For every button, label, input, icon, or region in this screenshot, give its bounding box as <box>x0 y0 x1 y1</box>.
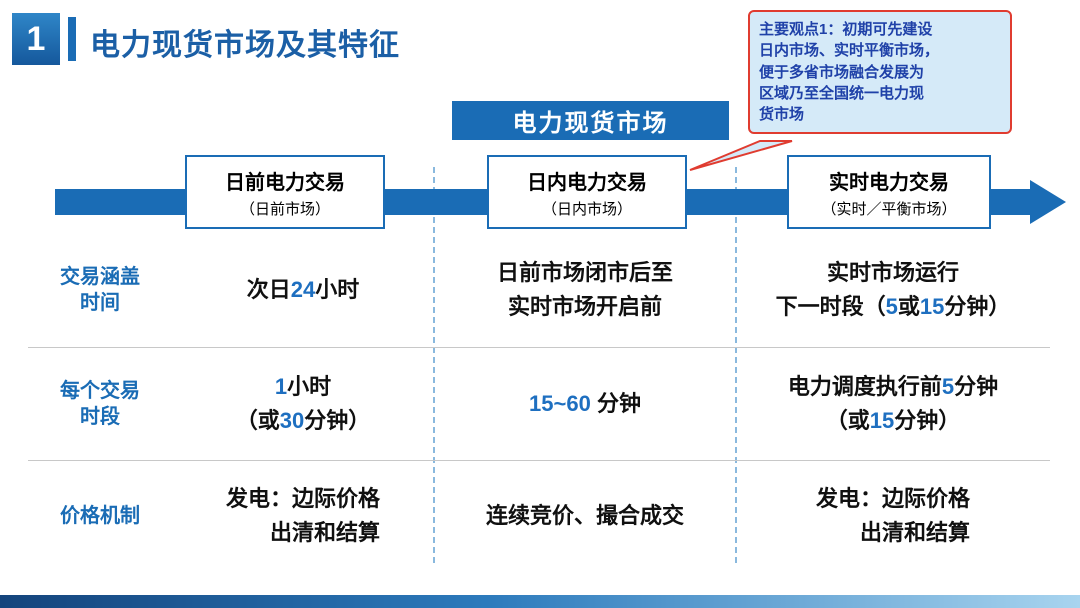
stage-box-realtime: 实时电力交易 （实时／平衡市场） <box>787 155 991 229</box>
cell-period-day-ahead: 1小时（或30分钟） <box>235 373 371 433</box>
row-label-coverage-time: 交易涵盖时间 <box>60 266 140 314</box>
table-row-trading-period: 每个交易时段 1小时（或30分钟） 15~60 分钟 电力调度执行前5分钟（或1… <box>28 347 1050 460</box>
stage-subtitle: （实时／平衡市场） <box>821 200 957 218</box>
stage-subtitle: （日内市场） <box>541 200 632 218</box>
cell-coverage-realtime: 实时市场运行下一时段（5或15分钟） <box>775 259 1011 319</box>
column-divider-2 <box>735 167 737 563</box>
stage-subtitle: （日前市场） <box>239 200 330 218</box>
slide-number-badge: 1 <box>12 13 60 65</box>
stage-box-day-ahead: 日前电力交易 （日前市场） <box>185 155 385 229</box>
stage-title: 日前电力交易 <box>225 171 345 194</box>
table-row-price-mechanism: 价格机制 发电：边际价格 出清和结算 连续竞价、撮合成交 发电：边际价格 出清和… <box>28 460 1050 571</box>
row-label-price-mechanism: 价格机制 <box>60 505 140 527</box>
bottom-decoration-bar <box>0 595 1080 608</box>
callout-tail-pointer <box>689 140 793 171</box>
cell-coverage-intraday: 日前市场闭市后至实时市场开启前 <box>496 259 673 319</box>
cell-period-intraday: 15~60 分钟 <box>529 390 641 416</box>
page-title: 电力现货市场及其特征 <box>90 29 400 62</box>
column-divider-1 <box>433 167 435 563</box>
timeline-arrow-head <box>1030 180 1066 224</box>
cell-price-realtime: 发电：边际价格 出清和结算 <box>815 485 970 545</box>
stage-title: 日内电力交易 <box>527 171 647 194</box>
row-label-trading-period: 每个交易时段 <box>60 380 140 428</box>
feature-table: 交易涵盖时间 次日24小时 日前市场闭市后至实时市场开启前 实时市场运行下一时段… <box>28 233 1050 571</box>
cell-price-intraday: 连续竞价、撮合成交 <box>485 502 684 528</box>
cell-price-day-ahead: 发电：边际价格 出清和结算 <box>225 485 380 545</box>
table-row-coverage-time: 交易涵盖时间 次日24小时 日前市场闭市后至实时市场开启前 实时市场运行下一时段… <box>28 233 1050 347</box>
title-accent-bar <box>68 17 76 61</box>
cell-period-realtime: 电力调度执行前5分钟（或15分钟） <box>787 373 999 433</box>
cell-coverage-day-ahead: 次日24小时 <box>246 276 360 302</box>
stage-box-intraday: 日内电力交易 （日内市场） <box>487 155 687 229</box>
spot-market-banner: 电力现货市场 <box>452 101 729 140</box>
stage-title: 实时电力交易 <box>829 171 949 194</box>
keypoint-callout: 主要观点1：初期可先建设日内市场、实时平衡市场，便于多省市场融合发展为区域乃至全… <box>748 10 1012 135</box>
slide-number: 1 <box>26 19 46 58</box>
